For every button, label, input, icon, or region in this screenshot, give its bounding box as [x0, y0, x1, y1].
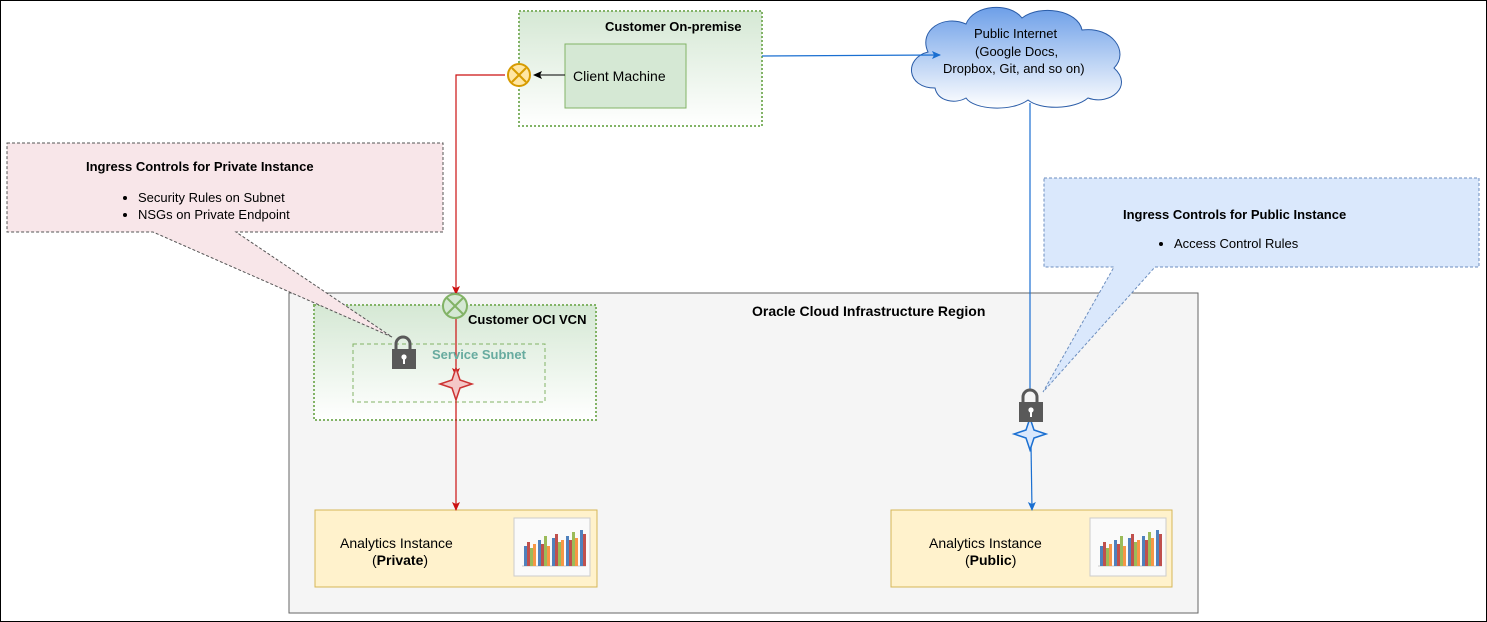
private-instance-type: (Private): [372, 552, 429, 568]
client-machine-label[interactable]: Client Machine: [573, 68, 666, 84]
public-callout-title: Ingress Controls for Public Instance: [1123, 207, 1347, 222]
vcn-gateway-icon: [442, 293, 468, 319]
public-callout-list: Access Control Rules: [1158, 235, 1298, 252]
service-subnet-box: [352, 343, 546, 403]
private-instance-name[interactable]: Analytics Instance: [340, 535, 453, 551]
on-premise-gateway-icon: [507, 63, 531, 87]
private-callout-list: Security Rules on Subnet NSGs on Private…: [122, 189, 290, 223]
service-subnet-label: Service Subnet: [432, 347, 526, 362]
private-path-line: [452, 74, 505, 295]
public-chart-thumbnail-icon: [1089, 517, 1167, 577]
private-callout-item: Security Rules on Subnet: [138, 189, 290, 206]
public-endpoint-icon: [1011, 415, 1049, 453]
private-callout-title: Ingress Controls for Private Instance: [86, 159, 314, 174]
region-title: Oracle Cloud Infrastructure Region: [752, 303, 986, 319]
internet-line-1: Public Internet: [974, 26, 1058, 41]
private-chart-thumbnail-icon: [513, 517, 591, 577]
public-internet-cloud: [911, 6, 1122, 109]
vcn-title: Customer OCI VCN: [468, 312, 587, 327]
on-premise-title: Customer On-premise: [605, 19, 742, 34]
internet-line-3: Dropbox, Git, and so on): [943, 61, 1085, 76]
public-callout-shape: [1042, 177, 1480, 393]
private-callout-item: NSGs on Private Endpoint: [138, 206, 290, 223]
internet-line-2: (Google Docs,: [975, 44, 1059, 59]
public-lock-icon: [1019, 388, 1043, 422]
public-instance-type: (Public): [965, 552, 1017, 568]
public-instance-name[interactable]: Analytics Instance: [929, 535, 1042, 551]
private-callout-shape: [6, 142, 444, 338]
public-callout-item: Access Control Rules: [1174, 235, 1298, 252]
private-endpoint-icon: [437, 365, 475, 403]
client-machine-box[interactable]: [564, 43, 687, 109]
private-lock-icon: [392, 335, 416, 369]
onprem-to-internet-line: [761, 51, 941, 60]
public-path-to-instance: [1027, 443, 1036, 511]
